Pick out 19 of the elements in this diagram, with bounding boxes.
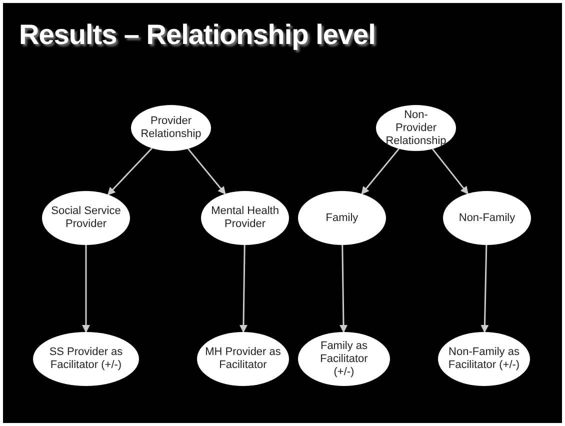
arrow [480,244,489,333]
arrow [107,148,152,196]
node-label: Provider Relationship [140,115,202,141]
node-label: Mental Health Provider [210,205,280,231]
node-label: Social Service Provider [50,205,122,231]
node-label: Non-Family as Facilitator (+/-) [447,346,521,372]
slide-title: Results – Relationship level [19,19,376,51]
node-label: Non-Provider Relationship [384,108,448,148]
arrow [82,245,90,333]
node-label: Non-Family [458,212,516,224]
arrow [340,244,348,333]
node-label: Family [324,212,360,224]
node-label: MH Provider as Facilitator [204,346,282,372]
node-label: SS Provider as Facilitator (+/-) [48,346,124,372]
node-label: Family as Facilitator (+/-) [319,340,369,378]
arrow [432,148,468,194]
arrow [361,148,400,195]
arrow [239,244,248,333]
arrow [188,148,226,195]
